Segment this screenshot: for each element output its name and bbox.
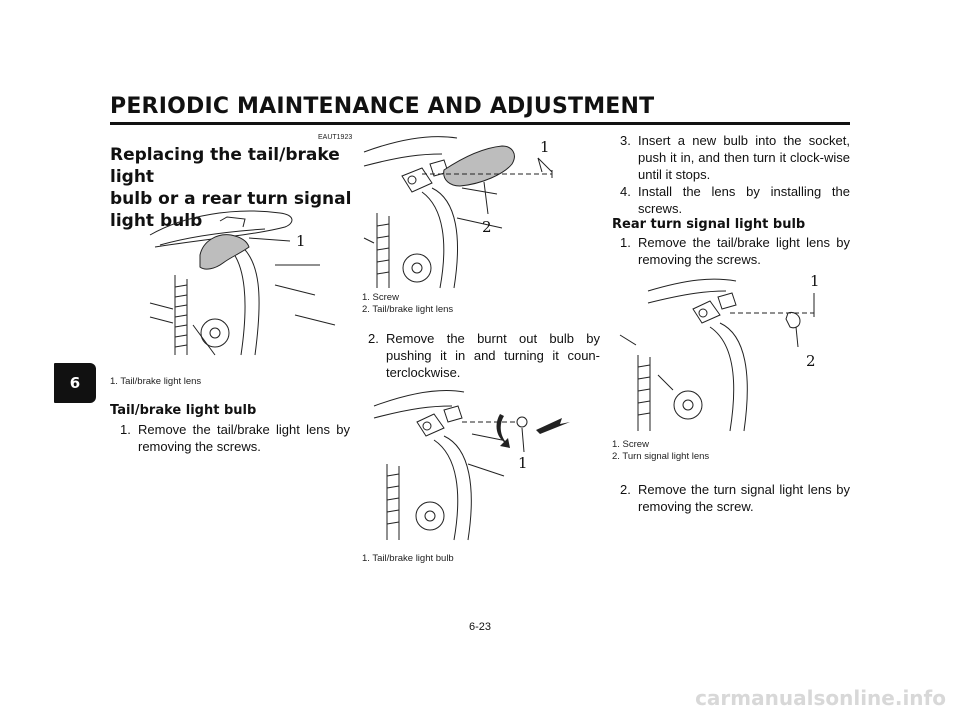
rear-signal-step-1: 1. Remove the tail/brake light lens by r…: [620, 234, 850, 268]
rear-signal-step-2: 2. Remove the turn signal light lens by …: [620, 481, 850, 515]
step-1-text: Remove the tail/brake light lens by remo…: [138, 422, 350, 454]
step-3-number: 3.: [620, 133, 631, 148]
rear-signal-step-2-number: 2.: [620, 482, 631, 497]
step-1: 1. Remove the tail/brake light lens by r…: [120, 421, 350, 455]
chapter-tab[interactable]: 6: [54, 363, 96, 403]
fig3-caption: 1. Tail/brake light bulb: [362, 553, 454, 564]
fig4-callout-1: 1: [810, 272, 820, 290]
page-header-title: PERIODIC MAINTENANCE AND ADJUSTMENT: [110, 94, 655, 119]
fig1-caption: 1. Tail/brake light lens: [110, 376, 202, 387]
section-title-line-1: Replacing the tail/brake light: [110, 145, 340, 187]
subhead-tail-brake-bulb: Tail/brake light bulb: [110, 403, 257, 418]
fig4-caption-1: 1. Screw: [612, 439, 649, 450]
rear-signal-step-1-number: 1.: [620, 235, 631, 250]
header-rule: [110, 122, 850, 125]
step-4-text: Install the lens by installing the screw…: [638, 184, 850, 216]
figure-tail-light-lens: [145, 205, 345, 360]
step-3: 3. Insert a new bulb into the socket, pu…: [620, 132, 850, 183]
figure-screw-and-lens-drawing: [363, 136, 553, 289]
fig2-callout-2: 2: [482, 218, 492, 236]
step-2-number: 2.: [368, 331, 379, 346]
step-2-text: Remove the burnt out bulb by pushing it …: [386, 331, 600, 380]
figure-bulb-removal-drawing: [373, 390, 570, 541]
section-code: EAUT1923: [318, 134, 353, 141]
fig1-callout-1: 1: [296, 232, 306, 250]
fig2-caption-1: 1. Screw: [362, 292, 399, 303]
figure-tail-light-lens-drawing: [149, 210, 336, 356]
figure-bulb-removal: [372, 384, 582, 544]
fig3-callout-1: 1: [518, 454, 528, 472]
watermark: carmanualsonline.info: [695, 686, 946, 710]
step-3-text: Insert a new bulb into the socket, push …: [638, 133, 850, 182]
step-2: 2. Remove the burnt out bulb by pushing …: [368, 330, 600, 381]
figure-screw-and-lens: [362, 128, 572, 293]
fig4-callout-2: 2: [806, 352, 816, 370]
step-4-number: 4.: [620, 184, 631, 199]
fig2-caption-2: 2. Tail/brake light lens: [362, 304, 454, 315]
fig4-caption-2: 2. Turn signal light lens: [612, 451, 710, 462]
page-number: 6-23: [468, 621, 492, 633]
section-title-line-2: bulb or a rear turn signal: [110, 189, 352, 209]
section-title-line-3: light bulb: [110, 211, 203, 231]
fig2-callout-1: 1: [540, 138, 550, 156]
subhead-rear-turn-signal: Rear turn signal light bulb: [612, 217, 806, 232]
figure-turn-signal-lens-drawing: [619, 278, 815, 432]
rear-signal-step-1-text: Remove the tail/brake light lens by remo…: [638, 235, 850, 267]
step-4: 4. Install the lens by installing the sc…: [620, 183, 850, 217]
section-title: Replacing the tail/brake light bulb or a…: [110, 144, 355, 232]
step-1-number: 1.: [120, 422, 131, 437]
rear-signal-step-2-text: Remove the turn signal light lens by rem…: [638, 482, 850, 514]
figure-turn-signal-lens: [618, 275, 828, 435]
